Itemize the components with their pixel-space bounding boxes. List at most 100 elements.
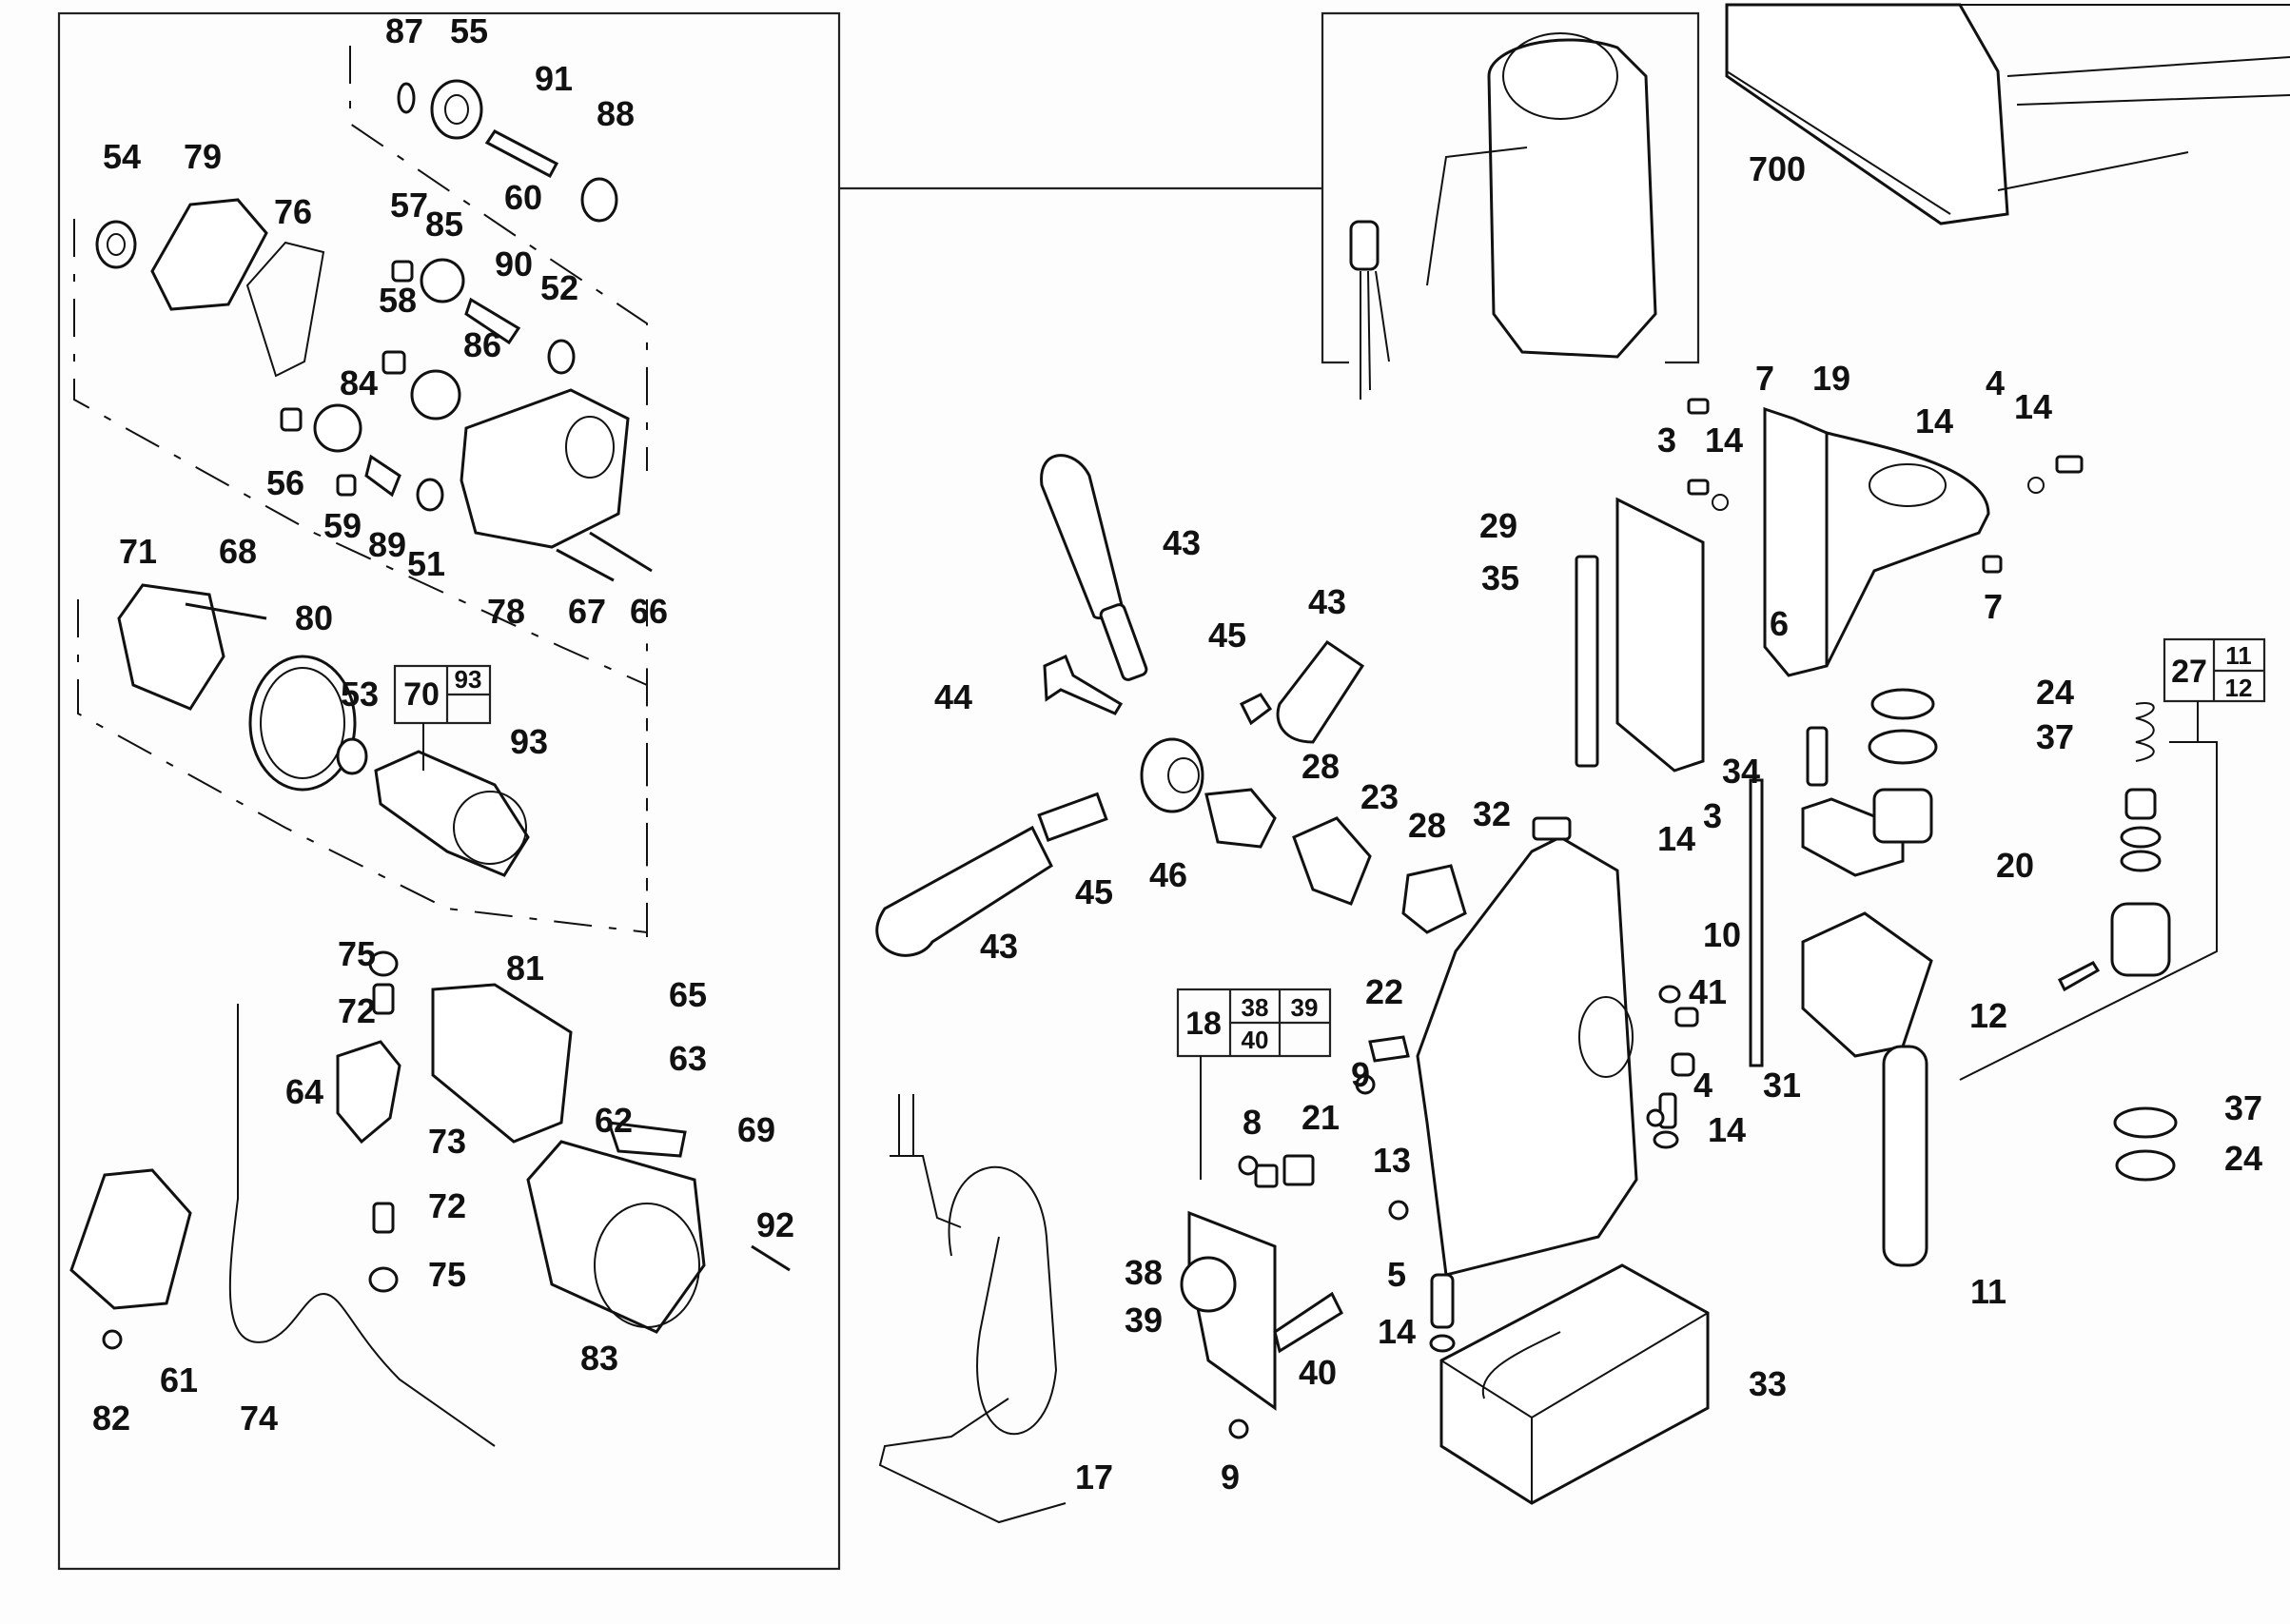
part-callout-52: 52 [540, 268, 578, 307]
part-callout-13: 13 [1373, 1141, 1411, 1180]
part-callout-4: 4 [1693, 1066, 1713, 1105]
motor-field-armature [117, 583, 530, 877]
part-callout-58: 58 [379, 281, 417, 320]
part-callout-8: 8 [1243, 1103, 1262, 1142]
part-callout-45: 45 [1208, 616, 1246, 655]
kit-box-27: 27 11 12 [1959, 637, 2266, 1081]
part-callout-33: 33 [1749, 1364, 1787, 1403]
kit-box-include-label: 40 [1242, 1026, 1269, 1054]
part-callout-20: 20 [1996, 846, 2034, 885]
part-callout-51: 51 [407, 544, 445, 583]
spring-stop-assembly [2057, 702, 2178, 1182]
part-callout-62: 62 [595, 1101, 633, 1140]
part-callout-65: 65 [669, 975, 707, 1014]
part-callout-31: 31 [1763, 1066, 1801, 1105]
part-callout-37: 37 [2224, 1088, 2262, 1127]
part-callout-83: 83 [580, 1339, 618, 1378]
part-callout-74: 74 [240, 1399, 278, 1438]
frame-base [1355, 816, 1710, 1505]
part-callout-12: 12 [1969, 996, 2007, 1035]
part-callout-64: 64 [285, 1072, 323, 1111]
part-callout-21: 21 [1302, 1098, 1340, 1137]
gearbox-parts [95, 79, 653, 582]
part-callout-59: 59 [323, 506, 362, 545]
part-callout-9: 9 [1221, 1458, 1240, 1497]
part-callout-91: 91 [535, 59, 573, 98]
part-callout-14: 14 [1705, 421, 1743, 460]
part-callout-3: 3 [1657, 421, 1676, 460]
part-callout-45: 45 [1075, 872, 1113, 911]
part-callout-57: 57 [390, 186, 428, 225]
part-callout-63: 63 [669, 1039, 707, 1078]
part-callout-69: 69 [737, 1110, 775, 1149]
part-callout-73: 73 [428, 1122, 466, 1161]
kit-box-main-label: 18 [1185, 1006, 1222, 1042]
part-callout-3: 3 [1703, 796, 1722, 835]
motor-unit-frame [1321, 11, 1700, 364]
kit-box-include-label: 38 [1242, 993, 1269, 1022]
assembly-guide-line [77, 599, 648, 934]
part-callout-28: 28 [1302, 747, 1340, 786]
part-callout-75: 75 [428, 1255, 466, 1294]
part-callout-22: 22 [1365, 972, 1403, 1011]
motor-gearbox-panel-frame [57, 11, 841, 1571]
kit-box-include-label: 11 [2225, 641, 2252, 670]
part-callout-87: 87 [385, 11, 423, 50]
part-callout-81: 81 [506, 949, 544, 988]
feed-handle-assembly [875, 454, 1467, 957]
part-callout-6: 6 [1770, 604, 1789, 643]
part-callout-68: 68 [219, 532, 257, 571]
part-callout-34: 34 [1722, 752, 1760, 791]
part-callout-79: 79 [184, 137, 222, 176]
part-callout-93: 93 [510, 722, 548, 761]
part-callout-14: 14 [1657, 819, 1695, 858]
column-slide-assembly [1575, 398, 2084, 1267]
part-callout-14: 14 [1915, 401, 1953, 440]
part-callout-29: 29 [1479, 506, 1517, 545]
switch-and-cord [878, 1094, 1343, 1524]
part-callout-14: 14 [2014, 387, 2052, 426]
part-callout-43: 43 [1308, 582, 1346, 621]
part-callout-85: 85 [425, 205, 463, 244]
part-callout-28: 28 [1408, 806, 1446, 845]
part-callout-24: 24 [2224, 1139, 2262, 1178]
part-callout-46: 46 [1149, 855, 1187, 894]
part-callout-39: 39 [1125, 1301, 1163, 1340]
part-callout-37: 37 [2036, 717, 2074, 756]
kit-box-main-label: 27 [2171, 654, 2207, 690]
part-callout-5: 5 [1387, 1255, 1406, 1294]
part-callout-19: 19 [1812, 359, 1850, 398]
motor-unit [1349, 32, 1657, 400]
part-callout-9: 9 [1351, 1055, 1370, 1094]
part-callout-72: 72 [338, 991, 376, 1030]
part-callout-61: 61 [160, 1360, 198, 1399]
kit-box-include-label: 12 [2225, 674, 2253, 702]
part-callout-56: 56 [266, 463, 304, 502]
part-callout-80: 80 [295, 598, 333, 637]
part-callout-89: 89 [368, 525, 406, 564]
part-callout-71: 71 [119, 532, 157, 571]
part-callout-55: 55 [450, 11, 488, 50]
part-callout-35: 35 [1481, 558, 1519, 597]
assembly-guide-line [349, 46, 648, 471]
part-callout-92: 92 [756, 1205, 794, 1244]
part-callout-38: 38 [1125, 1253, 1163, 1292]
part-callout-76: 76 [274, 192, 312, 231]
part-callout-7: 7 [1755, 359, 1774, 398]
part-callout-14: 14 [1378, 1312, 1416, 1351]
part-callout-4: 4 [1986, 363, 2005, 402]
part-callout-44: 44 [934, 677, 972, 716]
part-callout-78: 78 [487, 592, 525, 631]
part-callout-43: 43 [980, 927, 1018, 966]
part-callout-40: 40 [1299, 1353, 1337, 1392]
part-callout-7: 7 [1984, 587, 2003, 626]
part-callout-67: 67 [568, 592, 606, 631]
part-callout-66: 66 [630, 592, 668, 631]
part-callout-700: 700 [1749, 149, 1806, 188]
part-callout-86: 86 [463, 325, 501, 364]
part-callout-23: 23 [1360, 777, 1399, 816]
part-callout-17: 17 [1075, 1458, 1113, 1497]
kit-box-18: 18 38 39 40 [1176, 988, 1332, 1180]
